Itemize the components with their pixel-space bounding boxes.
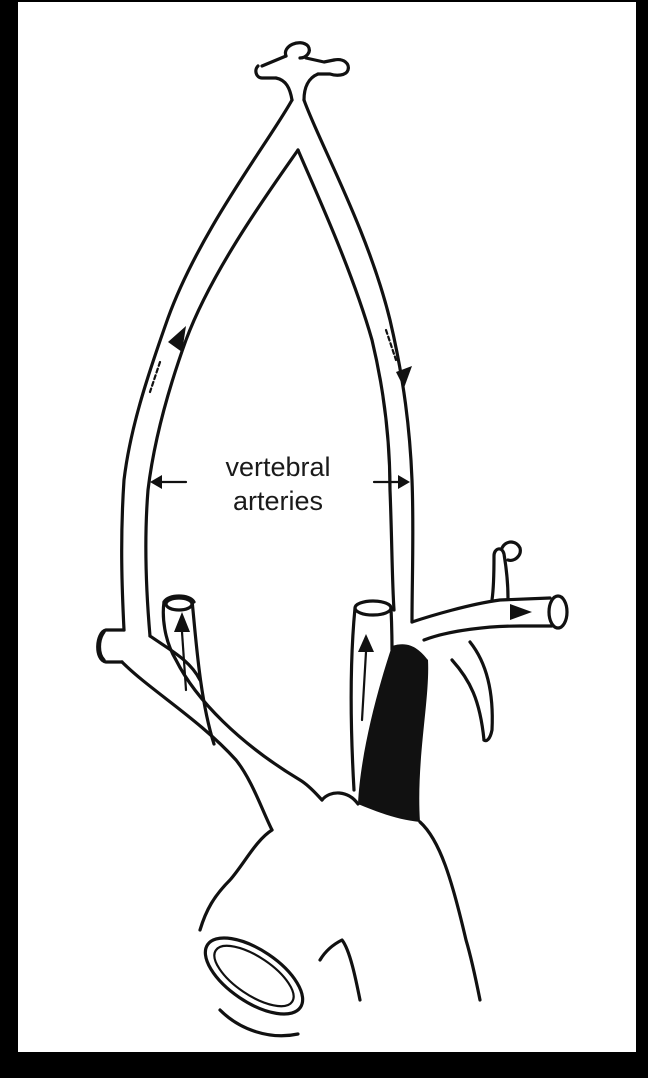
label-vertebral: vertebral (225, 452, 330, 482)
label-arteries: arteries (233, 486, 323, 516)
paper-panel (18, 2, 636, 1052)
